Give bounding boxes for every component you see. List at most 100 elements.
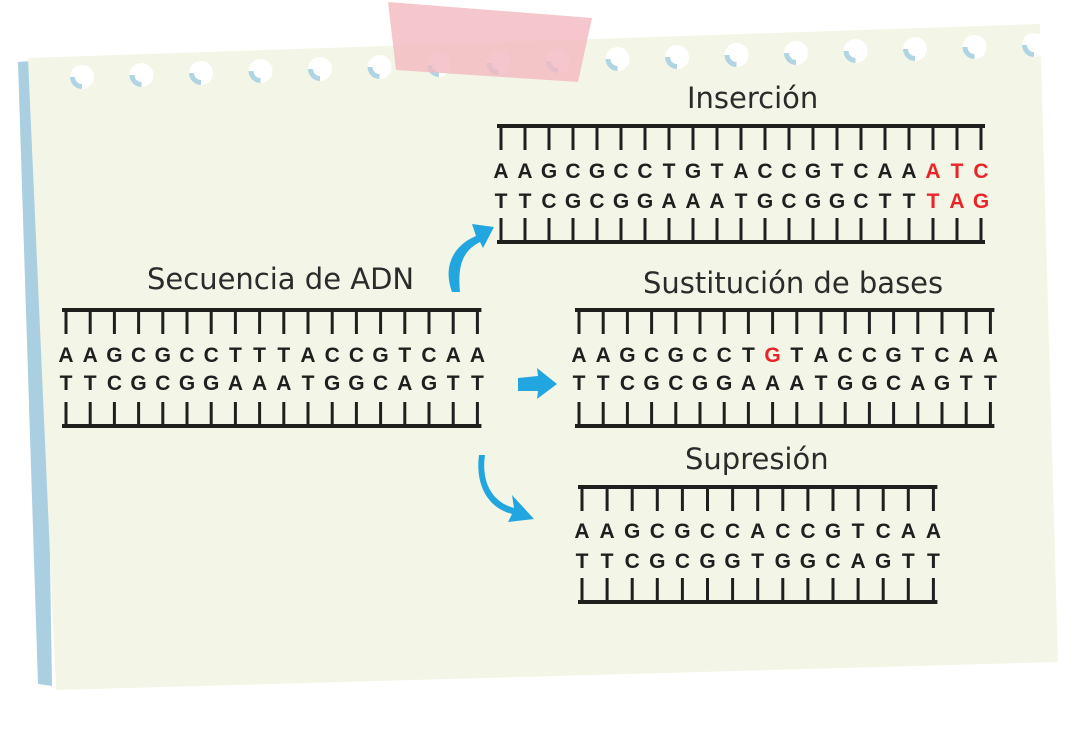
top-base: C: [700, 520, 715, 543]
punch-hole-shadow: [843, 51, 856, 63]
bottom-base: A: [685, 190, 700, 213]
top-base: C: [973, 160, 988, 183]
punch-hole-shadow: [665, 57, 677, 69]
top-base: A: [813, 344, 828, 367]
bottom-base: G: [805, 190, 821, 213]
bottom-base: C: [825, 550, 840, 573]
punch-hole-shadow: [724, 55, 737, 67]
top-base: C: [637, 160, 652, 183]
top-base: C: [421, 344, 436, 367]
bottom-base: G: [130, 372, 146, 395]
top-base: C: [565, 160, 580, 183]
punch-hole-shadow: [308, 69, 320, 81]
bottom-base: C: [155, 372, 170, 395]
bottom-base: G: [934, 372, 950, 395]
bottom-base: G: [692, 372, 708, 395]
top-base: G: [668, 344, 684, 367]
top-base: T: [911, 344, 924, 367]
top-base: G: [589, 160, 605, 183]
bottom-base: C: [541, 190, 556, 213]
top-base: T: [831, 160, 844, 183]
notebook-paper: [28, 24, 1058, 690]
top-base: G: [541, 160, 557, 183]
arrow-to-sustitucion-icon: [518, 368, 557, 399]
top-base: A: [983, 344, 998, 367]
bottom-base: C: [781, 190, 796, 213]
bottom-base: G: [875, 550, 891, 573]
title-supresion: Supresión: [685, 442, 829, 476]
top-base: C: [757, 160, 772, 183]
bottom-base: T: [573, 372, 586, 395]
top-base: A: [733, 160, 748, 183]
bottom-base: C: [668, 372, 683, 395]
bottom-base: G: [637, 190, 653, 213]
top-base: A: [925, 160, 940, 183]
bottom-base: T: [902, 550, 915, 573]
bottom-base: T: [879, 190, 892, 213]
top-base: A: [300, 344, 315, 367]
top-base: T: [398, 344, 411, 367]
top-base: A: [901, 520, 916, 543]
top-base: C: [349, 344, 364, 367]
bottom-base: C: [675, 550, 690, 573]
top-base: T: [277, 344, 290, 367]
top-base: A: [901, 160, 916, 183]
punch-hole-shadow: [962, 47, 975, 59]
top-base: G: [764, 344, 780, 367]
title-secuencia-de-adn: Secuencia de ADN: [147, 262, 414, 296]
top-base: T: [229, 344, 242, 367]
bottom-base: A: [741, 372, 756, 395]
top-base: C: [725, 520, 740, 543]
arrow-to-supresion-icon: [478, 455, 534, 522]
top-base: C: [775, 520, 790, 543]
bottom-base: T: [984, 372, 997, 395]
arrow-to-insercion-icon: [448, 224, 494, 292]
top-base: A: [596, 344, 611, 367]
top-base: C: [179, 344, 194, 367]
bottom-base: T: [927, 550, 940, 573]
top-base: T: [742, 344, 755, 367]
tape-strip: [388, 2, 592, 82]
bottom-base: G: [829, 190, 845, 213]
bottom-base: G: [757, 190, 773, 213]
top-base: G: [372, 344, 388, 367]
bottom-base: G: [179, 372, 195, 395]
punch-hole-shadow: [1022, 45, 1034, 57]
top-base: A: [750, 520, 765, 543]
bottom-base: C: [589, 190, 604, 213]
top-base: C: [692, 344, 707, 367]
bottom-base: A: [851, 550, 866, 573]
punch-hole-shadow: [70, 77, 82, 89]
top-base: C: [853, 160, 868, 183]
bottom-base: A: [661, 190, 676, 213]
top-base: C: [717, 344, 732, 367]
top-base: G: [685, 160, 701, 183]
top-base: C: [800, 520, 815, 543]
top-base: C: [204, 344, 219, 367]
bottom-base: T: [302, 372, 315, 395]
bottom-base: G: [348, 372, 364, 395]
bottom-base: T: [84, 372, 97, 395]
bottom-base: G: [565, 190, 581, 213]
bottom-base: T: [960, 372, 973, 395]
bottom-base: A: [276, 372, 291, 395]
top-base: T: [253, 344, 266, 367]
bottom-base: G: [699, 550, 715, 573]
bottom-base: T: [597, 372, 610, 395]
top-base: T: [852, 520, 865, 543]
bottom-base: A: [765, 372, 780, 395]
top-base: C: [644, 344, 659, 367]
bottom-base: C: [625, 550, 640, 573]
bottom-base: T: [601, 550, 614, 573]
bottom-base: A: [789, 372, 804, 395]
top-base: A: [470, 344, 485, 367]
bottom-base: A: [949, 190, 964, 213]
top-base: G: [106, 344, 122, 367]
bottom-base: G: [613, 190, 629, 213]
top-base: A: [446, 344, 461, 367]
top-base: A: [58, 344, 73, 367]
punch-hole-shadow: [605, 59, 618, 71]
